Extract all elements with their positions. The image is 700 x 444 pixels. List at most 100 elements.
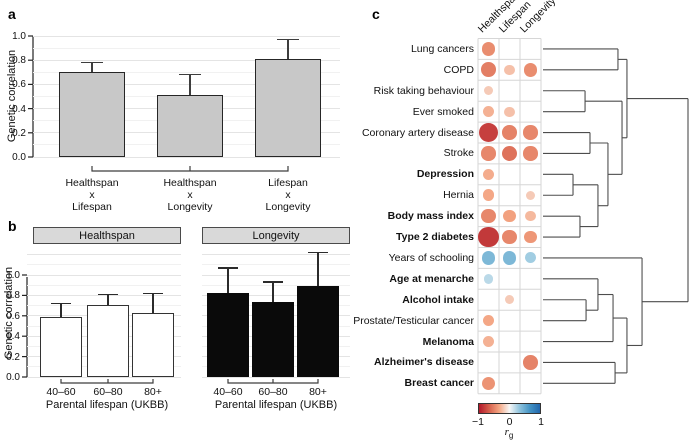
panel-b-gridline	[27, 264, 181, 266]
colorbar-title-main: r	[504, 426, 509, 438]
correlation-dot	[482, 168, 495, 180]
panel-b-x-tick-label: 80+	[309, 386, 327, 398]
panel-b-gridline	[202, 264, 350, 266]
trait-label: Hernia	[443, 189, 474, 202]
category-line: x	[89, 189, 95, 201]
category-line: Healthspan	[65, 177, 119, 189]
correlation-dot	[523, 125, 538, 140]
panel-b-y-tick-label: 0.4	[6, 331, 20, 343]
panel-a-gridline	[33, 156, 340, 158]
error-bar-line	[189, 74, 191, 96]
error-bar-line	[272, 282, 274, 302]
colorbar-title-sub: g	[508, 431, 514, 441]
panel-a-y-tick-label: 0.2	[12, 127, 26, 139]
panel-a-y-tick-label: 0.0	[12, 152, 26, 163]
correlation-dot	[481, 42, 496, 56]
panel-a-y-tick-label: 0.6	[12, 79, 26, 91]
correlation-dot	[525, 190, 536, 200]
correlation-dot	[525, 210, 536, 222]
bar	[157, 95, 223, 157]
trait-label: Body mass index	[387, 210, 474, 223]
trait-label: Breast cancer	[404, 377, 474, 390]
panel-b-y-tick-label: 0.8	[6, 290, 20, 302]
panel-b-gridline	[202, 254, 350, 256]
panel-b-gridline	[27, 294, 181, 296]
error-bar-line	[152, 293, 154, 313]
bar	[207, 293, 249, 377]
correlation-dot	[502, 229, 517, 245]
panel-a-gridline	[33, 47, 340, 49]
error-bar-line	[60, 303, 62, 317]
panel-a-y-tick-label: 1.0	[12, 31, 26, 42]
panel-b-gridline	[27, 284, 181, 286]
panel-b-gridline	[202, 284, 350, 286]
trait-label: Prostate/Testicular cancer	[353, 314, 474, 327]
correlation-dot	[482, 314, 495, 327]
correlation-dot	[481, 209, 496, 224]
trait-label: Coronary artery disease	[361, 126, 474, 139]
panel-a-letter: a	[8, 6, 16, 22]
error-bar-line	[107, 294, 109, 305]
panel-a-y-tick-label: 0.8	[12, 55, 26, 67]
error-bar-line	[91, 62, 93, 73]
correlation-dot	[483, 274, 494, 284]
correlation-dot	[523, 355, 538, 370]
colorbar-gradient	[478, 403, 541, 414]
panel-a-gridline	[33, 35, 340, 37]
bar	[132, 312, 174, 377]
panel-b-gridline	[202, 376, 350, 378]
panel-b-gridline	[202, 294, 350, 296]
panel-b-x-tick-label: 40–60	[46, 386, 76, 398]
colorbar-tick-label: 0	[506, 416, 513, 428]
correlation-dot	[502, 251, 517, 265]
trait-label: Type 2 diabetes	[395, 231, 474, 244]
error-bar-cap	[81, 61, 103, 64]
panel-b-x-tick-label: 60–80	[93, 386, 123, 398]
correlation-dot	[481, 62, 496, 78]
panel-b-x-tick-label: 40–60	[213, 386, 243, 398]
panel-a-y-tick-label: 0.4	[12, 103, 26, 115]
panel-b-letter: b	[8, 218, 17, 234]
panel-b-x-bracket	[60, 379, 154, 384]
error-bar-cap	[51, 302, 71, 305]
correlation-dot	[478, 122, 499, 143]
panel-b-x-tick-label: 60–80	[258, 386, 288, 398]
category-line: x	[187, 189, 193, 201]
panel-a-x-bracket	[91, 166, 289, 172]
correlation-dot	[483, 106, 494, 118]
panel-a-gridline	[33, 71, 340, 73]
error-bar-cap	[263, 281, 283, 283]
panel-b-x-bracket	[227, 379, 319, 384]
trait-label: Lung cancers	[410, 42, 474, 55]
error-bar-cap	[308, 251, 328, 254]
panel-b-gridline	[27, 376, 181, 378]
trait-label: Melanoma	[422, 335, 474, 348]
error-bar-cap	[277, 38, 299, 41]
correlation-dot	[523, 146, 538, 161]
trait-label: COPD	[443, 63, 474, 76]
panel-a-gridline	[33, 59, 340, 61]
category-line: Healthspan	[163, 177, 217, 189]
panel-b-y-tick-label: 1.0	[6, 270, 20, 281]
error-bar-cap	[143, 292, 163, 295]
error-bar-cap	[179, 73, 201, 76]
trait-label: Alcohol intake	[402, 293, 474, 306]
error-bar-cap	[98, 293, 118, 296]
correlation-dot	[481, 376, 496, 390]
panel-b-gridline	[27, 274, 181, 276]
panel-b-xlabel-healthspan: Parental lifespan (UKBB)	[45, 399, 169, 411]
correlation-dot	[525, 252, 536, 264]
correlation-dot	[503, 210, 516, 223]
correlation-dot	[504, 106, 515, 117]
panel-b-y-tick-label: 0.2	[6, 351, 20, 363]
colorbar-tick-label: −1	[472, 416, 484, 428]
error-bar-line	[287, 39, 289, 59]
strip-longevity: Longevity	[202, 227, 350, 244]
correlation-dot	[524, 230, 537, 244]
panel-c-letter: c	[372, 6, 380, 22]
panel-b-x-tick-label: 80+	[144, 386, 162, 398]
